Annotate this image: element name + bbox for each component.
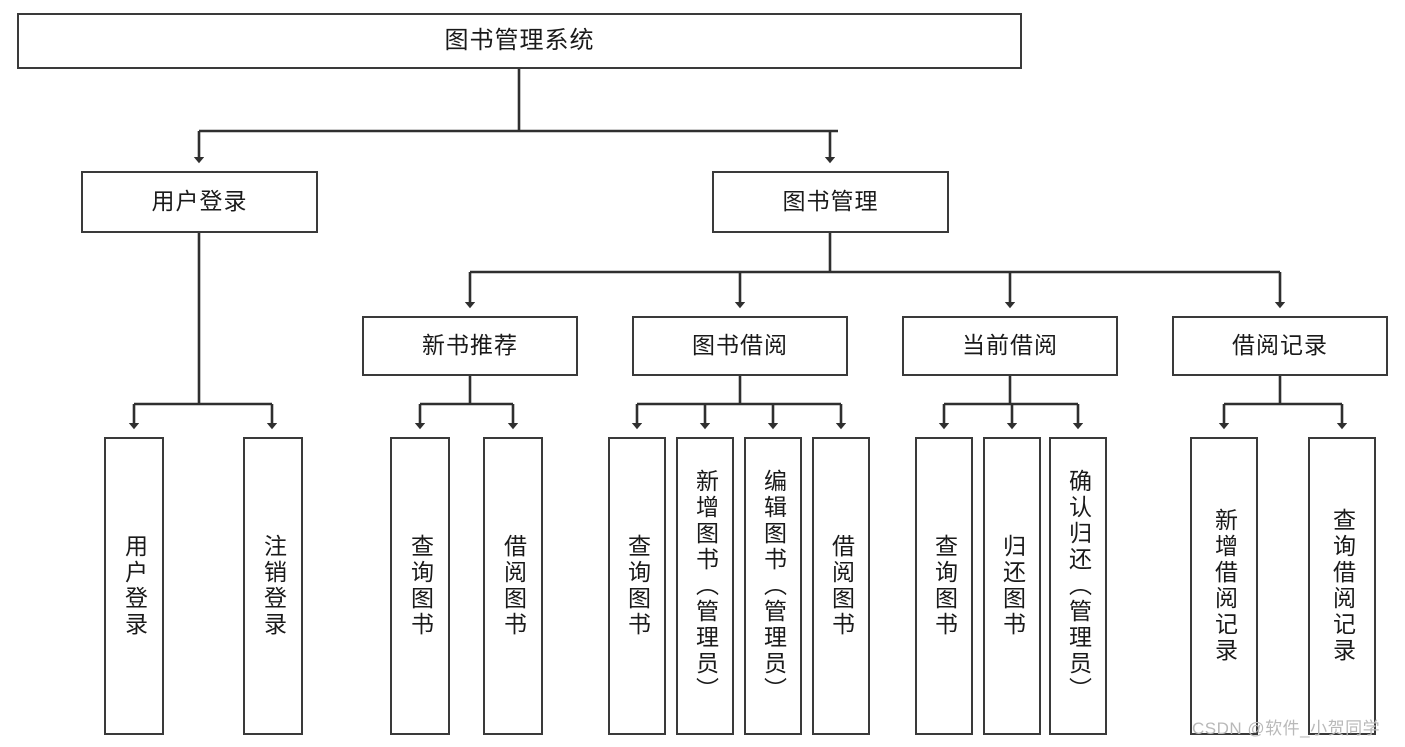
node-leaf-user-login[interactable]: 用户登录: [104, 437, 164, 735]
node-leaf-edit-book-label: 编辑图书（管理员）: [760, 469, 787, 703]
node-leaf-edit-book[interactable]: 编辑图书（管理员）: [744, 437, 802, 735]
node-leaf-query-record-label: 查询借阅记录: [1329, 508, 1356, 664]
watermark-text: CSDN @软件_小贺同学: [1192, 719, 1381, 738]
node-user-login-label: 用户登录: [151, 188, 248, 215]
node-leaf-query-book-1[interactable]: 查询图书: [390, 437, 450, 735]
node-leaf-confirm-return-label: 确认归还（管理员）: [1065, 469, 1092, 703]
node-leaf-logout-label: 注销登录: [260, 534, 287, 638]
node-leaf-return-book[interactable]: 归还图书: [983, 437, 1041, 735]
node-leaf-add-record[interactable]: 新增借阅记录: [1190, 437, 1258, 735]
node-leaf-user-login-label: 用户登录: [121, 534, 148, 638]
node-leaf-confirm-return[interactable]: 确认归还（管理员）: [1049, 437, 1107, 735]
node-root[interactable]: 图书管理系统: [17, 13, 1022, 69]
node-leaf-query-book-1-label: 查询图书: [407, 534, 434, 638]
node-book-manage[interactable]: 图书管理: [712, 171, 949, 233]
node-new-book-rec-label: 新书推荐: [422, 332, 518, 359]
node-user-login[interactable]: 用户登录: [81, 171, 318, 233]
node-leaf-borrow-book-2[interactable]: 借阅图书: [812, 437, 870, 735]
node-leaf-query-book-2-label: 查询图书: [624, 534, 651, 638]
node-leaf-add-record-label: 新增借阅记录: [1211, 508, 1238, 664]
node-leaf-borrow-book-1-label: 借阅图书: [500, 534, 527, 638]
node-book-manage-label: 图书管理: [782, 188, 879, 215]
node-leaf-return-book-label: 归还图书: [999, 534, 1026, 638]
node-leaf-logout[interactable]: 注销登录: [243, 437, 303, 735]
node-leaf-add-book-label: 新增图书（管理员）: [692, 469, 719, 703]
node-current-borrow[interactable]: 当前借阅: [902, 316, 1118, 376]
node-leaf-query-book-2[interactable]: 查询图书: [608, 437, 666, 735]
node-leaf-add-book[interactable]: 新增图书（管理员）: [676, 437, 734, 735]
node-leaf-borrow-book-2-label: 借阅图书: [828, 534, 855, 638]
node-borrow-record-label: 借阅记录: [1232, 332, 1328, 359]
node-current-borrow-label: 当前借阅: [962, 332, 1058, 359]
node-book-borrow[interactable]: 图书借阅: [632, 316, 848, 376]
node-leaf-borrow-book-1[interactable]: 借阅图书: [483, 437, 543, 735]
node-leaf-query-book-3[interactable]: 查询图书: [915, 437, 973, 735]
node-leaf-query-record[interactable]: 查询借阅记录: [1308, 437, 1376, 735]
node-leaf-query-book-3-label: 查询图书: [931, 534, 958, 638]
node-borrow-record[interactable]: 借阅记录: [1172, 316, 1388, 376]
node-new-book-rec[interactable]: 新书推荐: [362, 316, 578, 376]
node-book-borrow-label: 图书借阅: [692, 332, 788, 359]
node-root-label: 图书管理系统: [444, 26, 595, 54]
watermark: CSDN @软件_小贺同学: [1192, 714, 1380, 739]
